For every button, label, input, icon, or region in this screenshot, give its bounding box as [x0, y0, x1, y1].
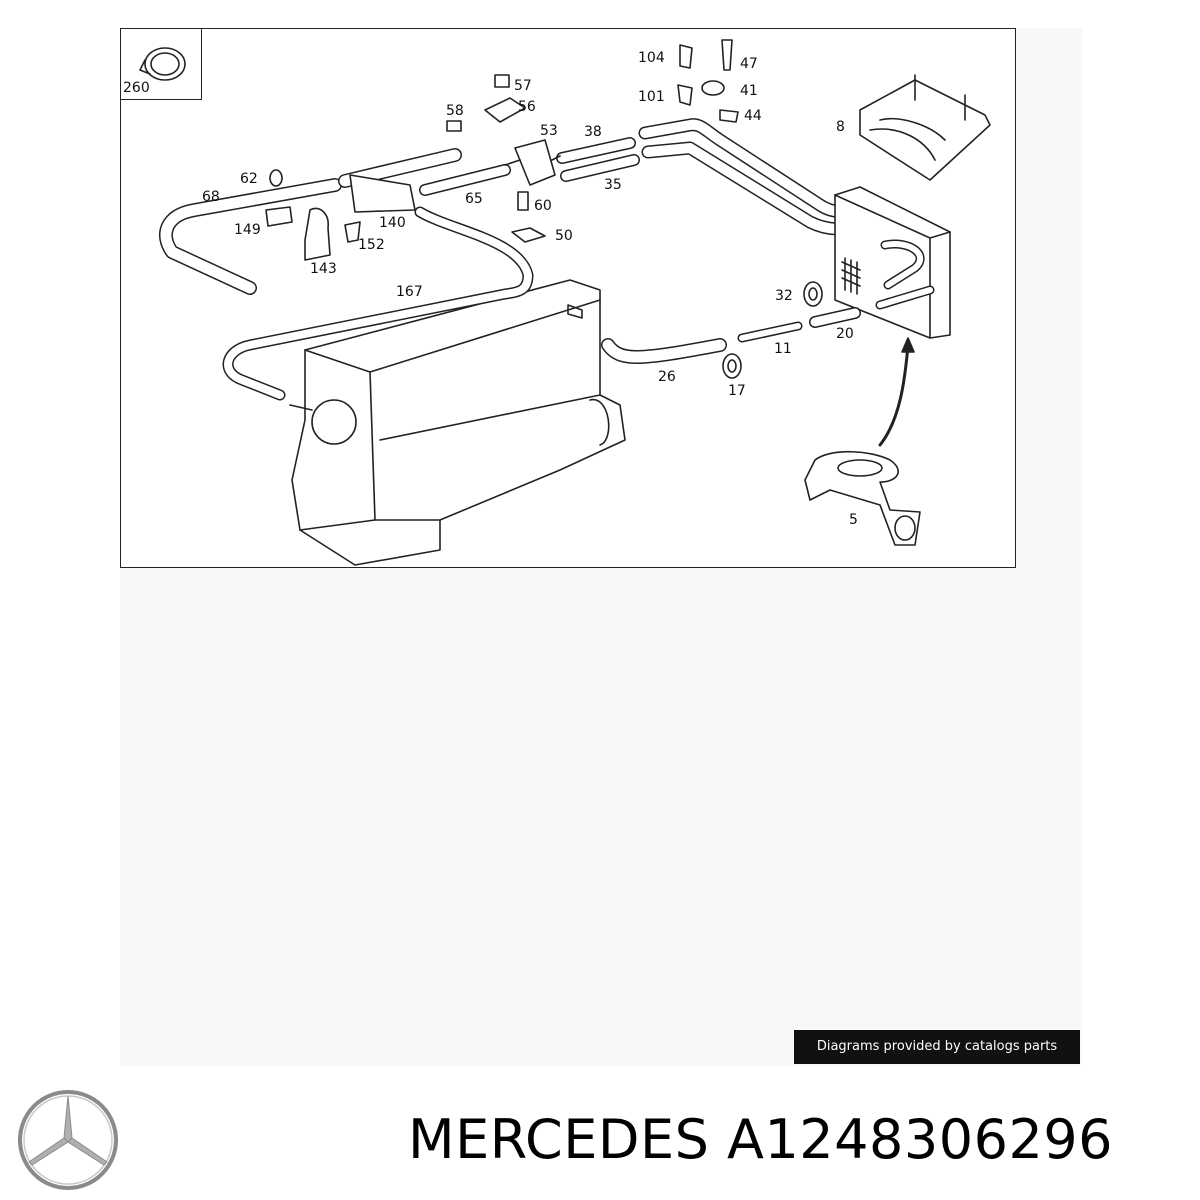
credit-banner: Diagrams provided by catalogs parts	[794, 1030, 1080, 1064]
callout-149: 149	[234, 222, 261, 238]
callout-38: 38	[584, 124, 602, 140]
callout-60: 60	[534, 198, 552, 214]
callout-65: 65	[465, 191, 483, 207]
callout-57: 57	[514, 78, 532, 94]
callout-8: 8	[836, 119, 845, 135]
hose-65	[419, 164, 511, 196]
callout-104: 104	[638, 50, 665, 66]
clamp-inset-frame	[120, 28, 202, 100]
callout-41: 41	[740, 83, 758, 99]
callout-167: 167	[396, 284, 423, 300]
callout-11: 11	[774, 341, 792, 357]
callout-58: 58	[446, 103, 464, 119]
callout-140: 140	[379, 215, 406, 231]
callout-44: 44	[744, 108, 762, 124]
callout-50: 50	[555, 228, 573, 244]
part-number-title: MERCEDES A1248306296	[408, 1108, 1114, 1171]
valve-fittings	[265, 39, 739, 261]
callout-35: 35	[604, 177, 622, 193]
hose-38-35	[556, 137, 640, 182]
part-5-duct	[804, 450, 921, 546]
callout-32: 32	[775, 288, 793, 304]
callout-47: 47	[740, 56, 758, 72]
callout-20: 20	[836, 326, 854, 342]
grommets	[269, 169, 823, 379]
callout-101: 101	[638, 89, 665, 105]
part-8-bracket	[859, 74, 991, 181]
engine-block	[289, 279, 626, 566]
callout-68: 68	[202, 189, 220, 205]
hose-167	[222, 206, 534, 401]
heater-feed-hoses	[638, 118, 865, 236]
callout-labels: 260 104 47 41 101 44 57 56 58 53 38 8 62…	[123, 50, 858, 528]
heater-core	[834, 186, 951, 339]
callout-143: 143	[310, 261, 337, 277]
callout-26: 26	[658, 369, 676, 385]
callout-5: 5	[849, 512, 858, 528]
mercedes-star-logo-icon	[18, 1090, 118, 1190]
callout-56: 56	[518, 99, 536, 115]
callout-62: 62	[240, 171, 258, 187]
callout-260: 260	[123, 80, 150, 96]
callout-152: 152	[358, 237, 385, 253]
arrow-to-heater	[878, 337, 915, 447]
callout-53: 53	[540, 123, 558, 139]
clamp-260-icon	[139, 47, 186, 81]
callout-17: 17	[728, 383, 746, 399]
lower-hoses	[601, 307, 861, 364]
